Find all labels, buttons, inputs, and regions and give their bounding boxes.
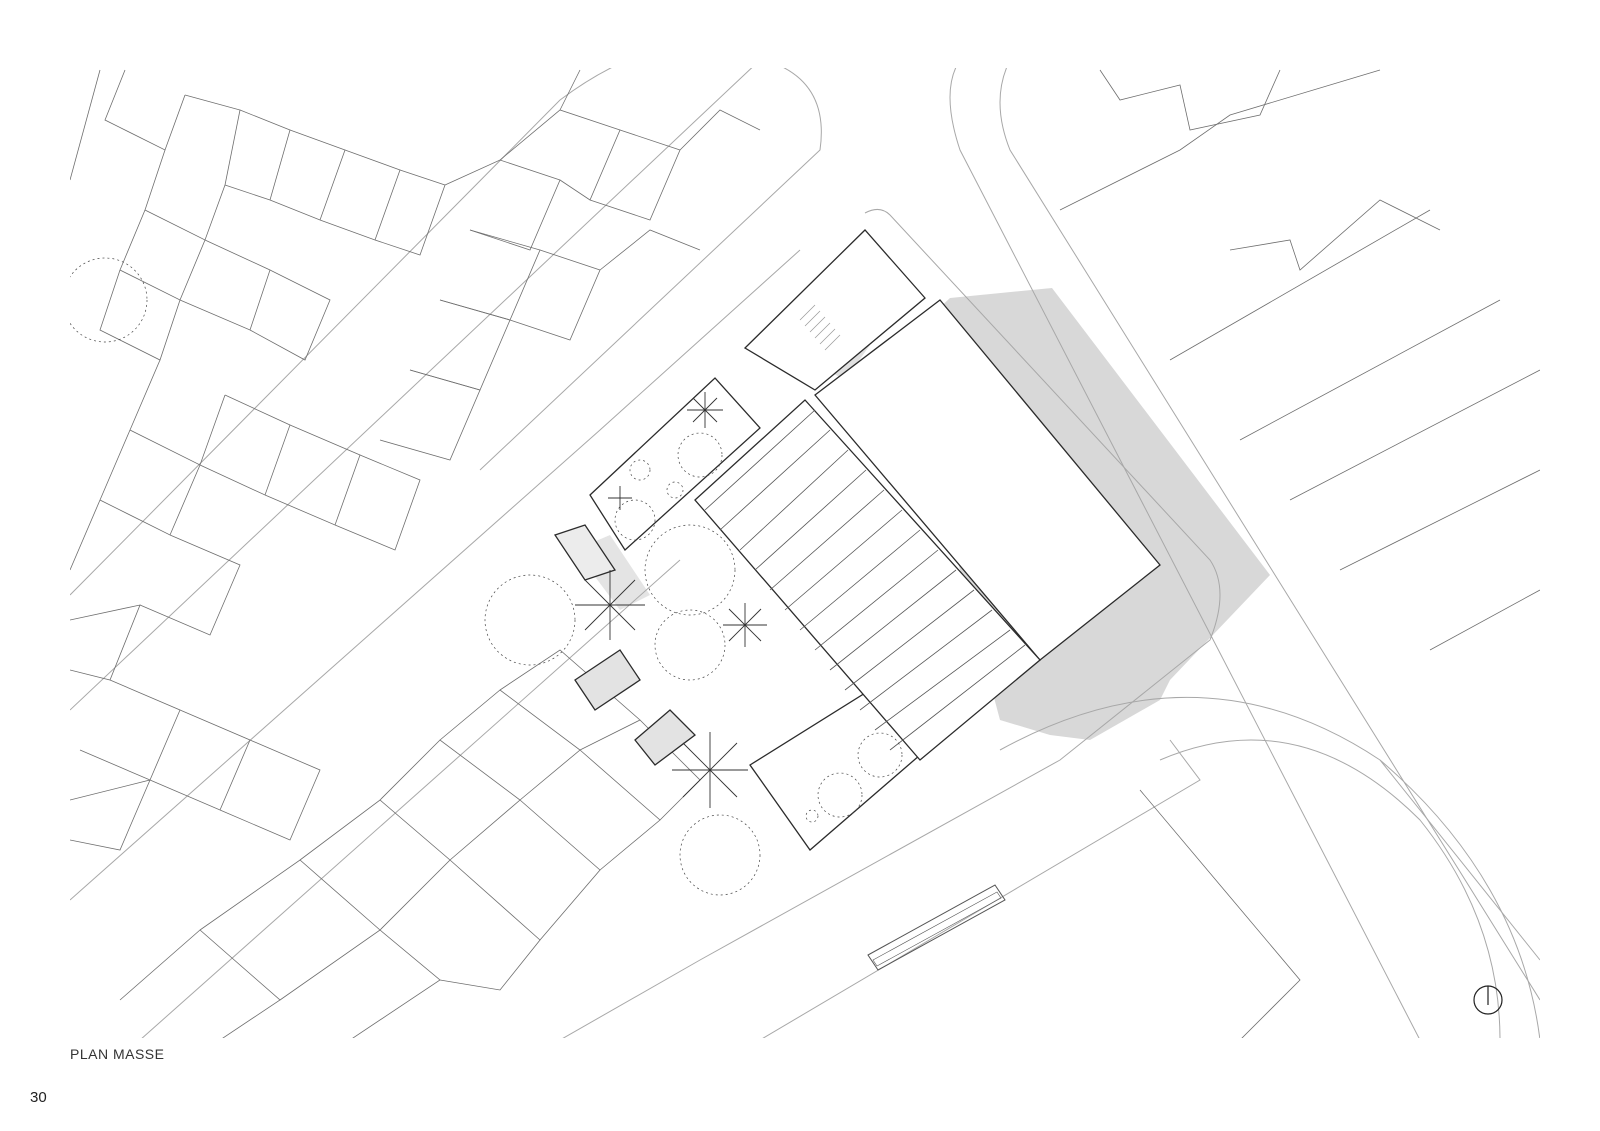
tree-icon [679, 814, 761, 896]
plan-caption: PLAN MASSE [70, 1046, 165, 1062]
tree-icon [70, 257, 148, 343]
roof-strips [694, 399, 1041, 761]
planter-1 [574, 649, 641, 711]
tree-icon [805, 809, 819, 823]
main-building [553, 229, 1161, 851]
palm-tree-icon [608, 486, 632, 510]
north-arrow-icon [1473, 985, 1503, 1015]
streets [70, 68, 1540, 1038]
palm-tree-icon [575, 570, 645, 640]
tree-icon [629, 459, 651, 481]
tree-icon [666, 481, 684, 499]
trees [70, 257, 903, 896]
palm-tree-icon [723, 603, 767, 647]
tree-icon [644, 524, 736, 616]
north-courtyard [743, 229, 926, 391]
stairs [799, 304, 841, 351]
roof-lines [704, 409, 1026, 751]
tree-icon [677, 432, 723, 478]
tree-icon [484, 574, 576, 666]
page-number: 30 [30, 1089, 47, 1106]
west-garden [589, 377, 761, 551]
tree-icon [857, 732, 903, 778]
parcels [70, 69, 1540, 1038]
tree-icon [614, 499, 656, 541]
planter-2 [634, 709, 696, 766]
tree-icon [817, 772, 863, 818]
palm-tree-icon [687, 392, 723, 428]
palm-tree-icon [672, 732, 748, 808]
main-hall [814, 299, 1161, 661]
bench [553, 524, 617, 581]
bus-shelter [867, 884, 1006, 971]
tree-icon [654, 609, 726, 681]
palms [575, 392, 767, 808]
